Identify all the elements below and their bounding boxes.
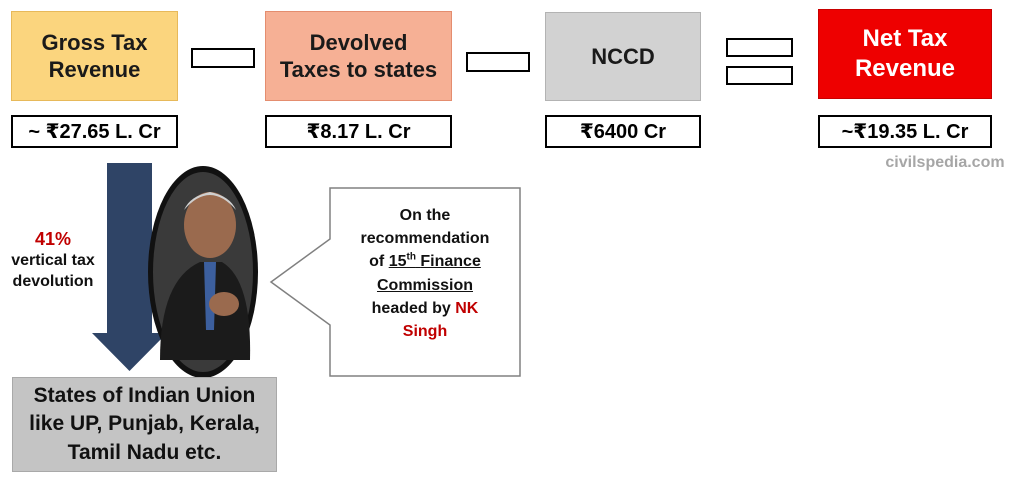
callout-text: On the recommendation of 15th Finance Co… bbox=[345, 204, 505, 343]
gross-tax-revenue-box: Gross Tax Revenue bbox=[11, 11, 178, 101]
states-line3: Tamil Nadu etc. bbox=[67, 440, 222, 464]
nccd-box: NCCD bbox=[545, 12, 701, 101]
chair-name-first: NK bbox=[455, 299, 479, 317]
devolution-line2: devolution bbox=[12, 273, 94, 291]
net-label-line2: Revenue bbox=[854, 55, 956, 82]
fc-ordinal: th bbox=[406, 252, 416, 264]
callout-arrow-shape bbox=[269, 187, 521, 377]
minus-sign-2 bbox=[466, 52, 530, 72]
nccd-label: NCCD bbox=[591, 43, 655, 69]
nccd-value: ₹6400 Cr bbox=[545, 115, 701, 148]
callout-of: of bbox=[369, 253, 385, 271]
devolution-note: 41% vertical tax devolution bbox=[0, 228, 106, 293]
portrait-photo bbox=[148, 166, 258, 378]
devolved-taxes-box: Devolved Taxes to states bbox=[265, 11, 452, 101]
callout-line3: of 15th Finance bbox=[345, 250, 505, 273]
devolved-label-line1: Devolved bbox=[309, 29, 408, 55]
devolved-label-line2: Taxes to states bbox=[279, 57, 438, 82]
fc-rest: Finance bbox=[420, 253, 481, 271]
devolved-value: ₹8.17 L. Cr bbox=[265, 115, 452, 148]
chair-name-last: Singh bbox=[402, 322, 448, 340]
devolution-percent: 41% bbox=[34, 229, 72, 249]
callout-line4: Commission bbox=[376, 276, 473, 294]
net-value: ~₹19.35 L. Cr bbox=[818, 115, 992, 148]
states-box: States of Indian Union like UP, Punjab, … bbox=[12, 377, 277, 472]
gross-label-line1: Gross Tax bbox=[41, 29, 148, 55]
devolution-line1: vertical tax bbox=[11, 252, 95, 270]
finance-commission-ref: 15th Finance bbox=[388, 252, 481, 271]
devolution-down-arrow bbox=[92, 163, 167, 371]
states-line1: States of Indian Union bbox=[33, 383, 256, 407]
callout-line1: On the bbox=[399, 207, 451, 224]
gross-label-line2: Revenue bbox=[48, 57, 141, 82]
callout-headed: headed by bbox=[371, 299, 451, 317]
net-tax-revenue-box: Net Tax Revenue bbox=[818, 9, 992, 99]
states-line2: like UP, Punjab, Kerala, bbox=[29, 412, 260, 436]
watermark: civilspedia.com bbox=[885, 154, 1005, 171]
callout-line2: recommendation bbox=[360, 230, 490, 248]
fc-number: 15 bbox=[388, 253, 407, 271]
equals-sign-top-bar bbox=[726, 38, 793, 57]
minus-sign-1 bbox=[191, 48, 255, 68]
net-label-line1: Net Tax bbox=[862, 25, 948, 52]
equals-sign-bottom-bar bbox=[726, 66, 793, 85]
gross-value: ~ ₹27.65 L. Cr bbox=[11, 115, 178, 148]
callout-line5: headed by NK bbox=[345, 297, 505, 320]
